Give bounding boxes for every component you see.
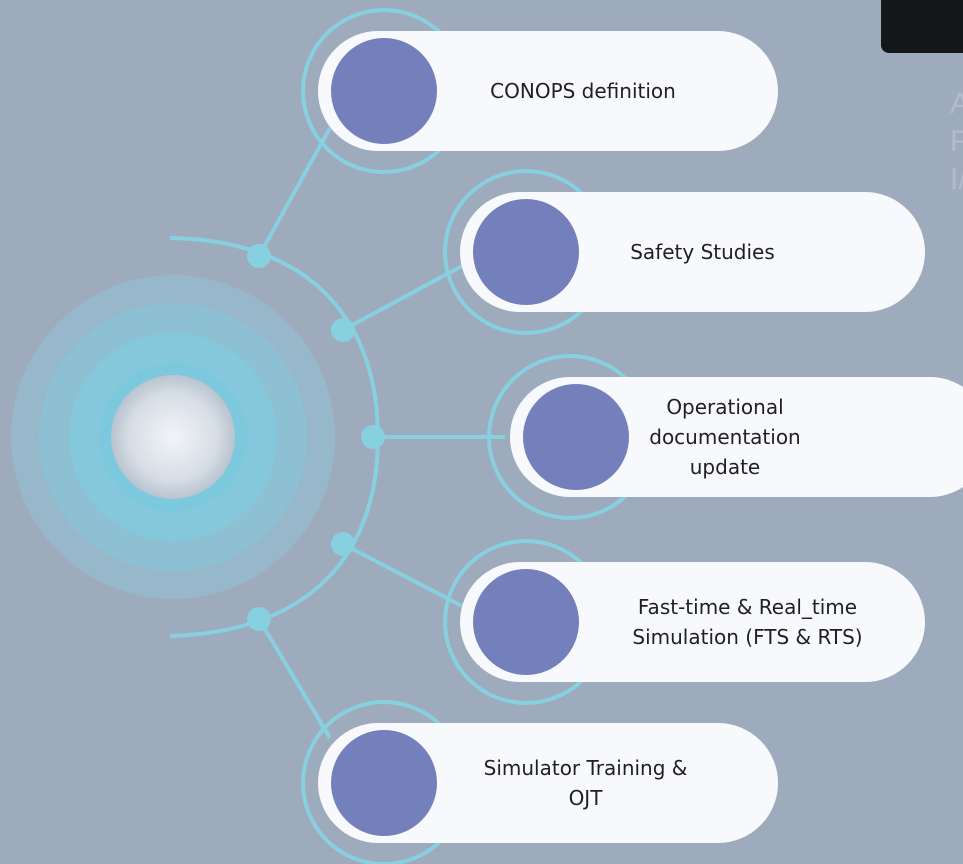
step-pill-operational-circle (523, 384, 629, 490)
cropped-text-line: A (950, 87, 963, 120)
step-pill-training-circle (331, 730, 437, 836)
step-label-text: Simulator Training & OJT (484, 753, 688, 813)
junction-node-simulation (331, 532, 355, 556)
junction-node-training (247, 607, 271, 631)
step-label-text: Safety Studies (630, 237, 775, 267)
step-pill-simulation-circle (473, 569, 579, 675)
step-pill-operational: Operational documentation update (510, 377, 963, 497)
branch-line-training (257, 617, 332, 740)
step-label-line: Simulator Training & (483, 756, 688, 780)
step-label-operational: Operational documentation update (645, 377, 805, 497)
junction-node-operational (361, 425, 385, 449)
branch-line-simulation (342, 542, 463, 608)
branch-line-safety (342, 264, 463, 332)
cropped-text-line: I/ (950, 163, 963, 196)
branch-line-conops (257, 127, 332, 257)
step-label-line: Safety Studies (630, 240, 775, 264)
step-label-line: update (689, 455, 761, 479)
step-pill-conops-circle (331, 38, 437, 144)
step-label-line: OJT (568, 786, 603, 810)
hub-circle (111, 375, 235, 499)
step-pill-safety-circle (473, 199, 579, 305)
junction-node-conops (247, 244, 271, 268)
step-label-line: Fast-time & Real_time (637, 595, 858, 619)
step-label-text: CONOPS definition (490, 76, 676, 106)
cropped-text-line: F (950, 125, 963, 158)
step-label-line: CONOPS definition (490, 79, 676, 103)
step-label-safety: Safety Studies (595, 192, 810, 312)
step-label-line: Simulation (FTS & RTS) (632, 625, 863, 649)
step-pill-safety: Safety Studies (460, 192, 925, 312)
cropped-side-text: AF I/ (950, 85, 963, 199)
step-label-training: Simulator Training & OJT (448, 723, 723, 843)
step-label-conops: CONOPS definition (448, 31, 718, 151)
step-pill-training: Simulator Training & OJT (318, 723, 778, 843)
step-label-line: documentation (649, 425, 801, 449)
step-label-text: Operational documentation update (649, 392, 800, 482)
step-pill-conops: CONOPS definition (318, 31, 778, 151)
step-label-line: Operational (666, 395, 784, 419)
junction-node-safety (331, 318, 355, 342)
corner-photo (881, 0, 963, 53)
